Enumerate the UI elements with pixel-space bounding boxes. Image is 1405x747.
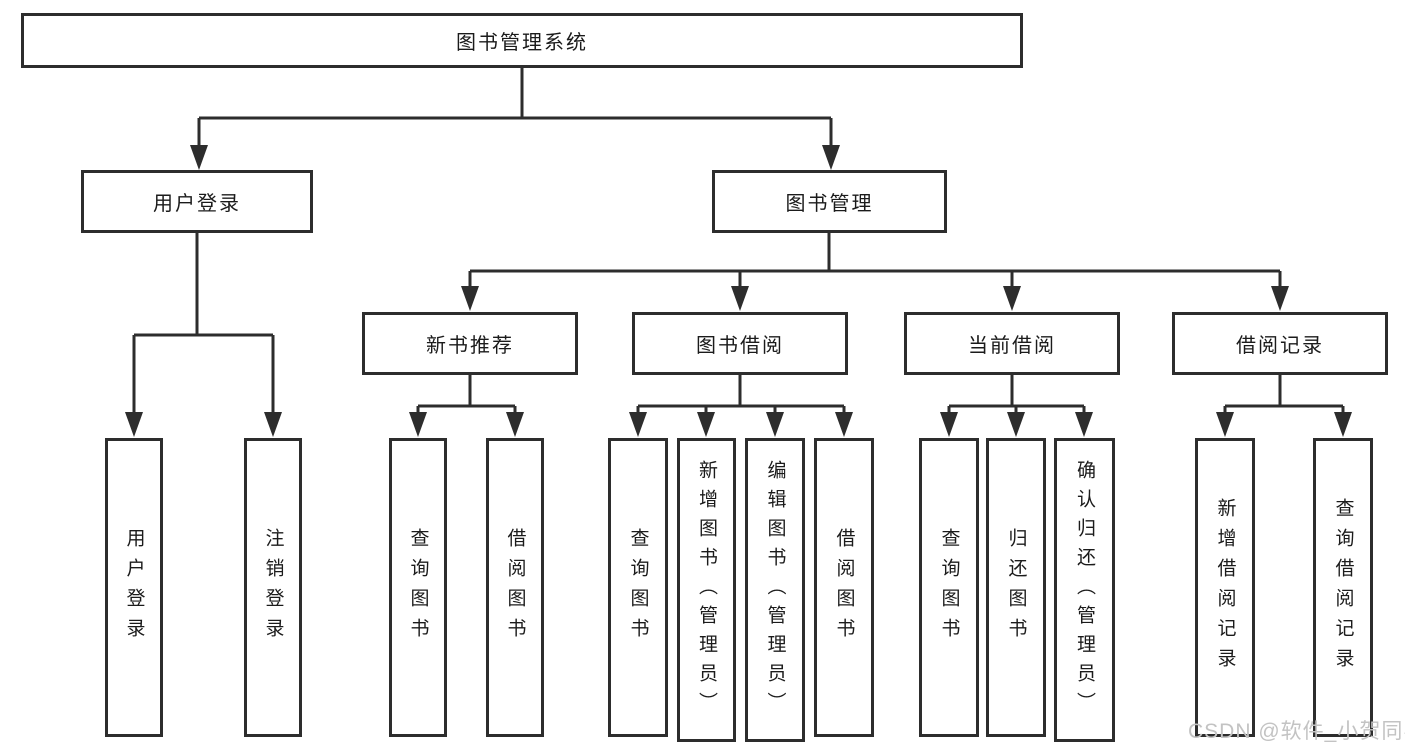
leaf-query-books-borrowing: 查询图书	[608, 438, 668, 737]
node-borrow-records: 借阅记录	[1172, 312, 1388, 375]
node-new-book-recommend-label: 新书推荐	[426, 335, 514, 357]
leaf-borrow-books-recommend: 借阅图书	[486, 438, 544, 737]
node-library-system-label: 图书管理系统	[456, 32, 588, 54]
leaf-query-books-current-label: 查询图书	[938, 527, 960, 648]
leaf-user-login: 用户登录	[105, 438, 163, 737]
node-book-borrowing: 图书借阅	[632, 312, 848, 375]
leaf-user-login-label: 用户登录	[123, 527, 145, 648]
leaf-query-books-current: 查询图书	[919, 438, 979, 737]
node-user-login: 用户登录	[81, 170, 313, 233]
leaf-borrow-books-recommend-label: 借阅图书	[504, 527, 526, 648]
leaf-confirm-return-admin: 确认归还（管理员）	[1054, 438, 1115, 742]
leaf-query-borrow-record: 查询借阅记录	[1313, 438, 1373, 737]
leaf-query-borrow-record-label: 查询借阅记录	[1332, 497, 1354, 678]
leaf-return-books-label: 归还图书	[1005, 527, 1027, 648]
leaf-edit-books-admin: 编辑图书（管理员）	[745, 438, 805, 742]
leaf-borrow-books: 借阅图书	[814, 438, 874, 737]
arrowheads	[125, 145, 1352, 437]
leaf-query-books-recommend-label: 查询图书	[407, 527, 429, 648]
node-current-borrowing: 当前借阅	[904, 312, 1120, 375]
node-current-borrowing-label: 当前借阅	[968, 335, 1056, 357]
node-book-borrowing-label: 图书借阅	[696, 335, 784, 357]
leaf-query-books-borrowing-label: 查询图书	[627, 527, 649, 648]
node-user-login-label: 用户登录	[153, 193, 241, 215]
leaf-add-borrow-record-label: 新增借阅记录	[1214, 497, 1236, 678]
leaf-add-books-admin: 新增图书（管理员）	[677, 438, 736, 742]
leaf-borrow-books-label: 借阅图书	[833, 527, 855, 648]
node-new-book-recommend: 新书推荐	[362, 312, 578, 375]
node-book-management: 图书管理	[712, 170, 947, 233]
node-borrow-records-label: 借阅记录	[1236, 335, 1324, 357]
leaf-edit-books-admin-label: 编辑图书（管理员）	[764, 459, 786, 721]
leaf-confirm-return-admin-label: 确认归还（管理员）	[1074, 459, 1095, 721]
leaf-return-books: 归还图书	[986, 438, 1046, 737]
csdn-watermark: CSDN @软件_小贺同学	[1188, 720, 1405, 743]
leaf-logout: 注销登录	[244, 438, 302, 737]
node-library-system: 图书管理系统	[21, 13, 1023, 68]
node-book-management-label: 图书管理	[785, 193, 874, 215]
leaf-query-books-recommend: 查询图书	[389, 438, 447, 737]
leaf-add-books-admin-label: 新增图书（管理员）	[696, 459, 717, 721]
leaf-logout-label: 注销登录	[262, 527, 284, 648]
leaf-add-borrow-record: 新增借阅记录	[1195, 438, 1255, 737]
